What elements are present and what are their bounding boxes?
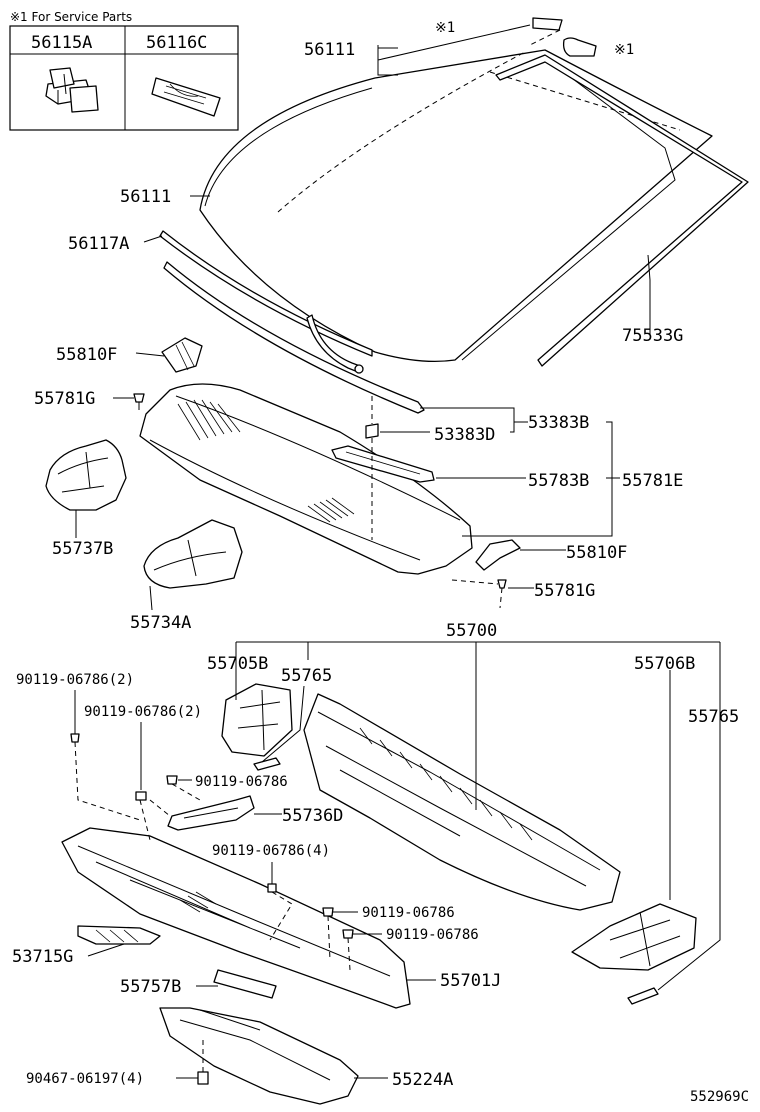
duct-55734A <box>143 519 243 589</box>
callout-labels: ※1 ※1 56111 56111 56117A 75533G 55810F 5… <box>12 20 749 1105</box>
pad-55765-right <box>627 987 659 1005</box>
clip-53383D <box>365 396 379 540</box>
label-55757B: 55757B <box>120 977 181 997</box>
figure-code: 552969C <box>690 1089 749 1105</box>
cowl-panel-55700 <box>303 693 621 911</box>
reinforcement-53715G <box>77 925 161 945</box>
panel-55224A <box>159 1007 359 1105</box>
label-55765-left: 55765 <box>281 666 332 686</box>
service-mark-a: ※1 <box>435 20 455 36</box>
clip-56115A-drawing <box>45 67 99 113</box>
label-56111: 56111 <box>120 187 171 207</box>
seal-55783B <box>331 445 435 483</box>
label-53383D: 53383D <box>434 425 495 445</box>
label-55734A: 55734A <box>130 613 191 633</box>
label-bolt-f: 90119-06786 <box>386 927 479 943</box>
leader-lines <box>74 24 721 1079</box>
bracket-55736D <box>167 795 255 831</box>
label-bolt-c: 90119-06786 <box>195 774 288 790</box>
clip-56116C-drawing <box>151 77 221 117</box>
assembly-guide-lines <box>74 741 351 1072</box>
label-55781G-left: 55781G <box>34 389 95 409</box>
label-bolt-e: 90119-06786 <box>362 905 455 921</box>
label-53715G: 53715G <box>12 947 73 967</box>
label-75533G: 75533G <box>622 326 683 346</box>
pad-55757B <box>213 969 277 999</box>
panel-55706B <box>571 903 697 971</box>
label-55224A: 55224A <box>392 1070 453 1090</box>
bracket-55810F-right <box>475 539 521 571</box>
service-parts-inset: ※1 For Service Parts 56115A 56116C <box>9 10 239 131</box>
service-clip-icons <box>532 17 597 57</box>
duct-55737B <box>45 439 127 511</box>
label-bolt-g: 90467-06197(4) <box>26 1071 144 1087</box>
label-55700: 55700 <box>446 621 497 641</box>
label-55810F-left: 55810F <box>56 345 117 365</box>
label-bolt-a: 90119-06786(2) <box>16 672 134 688</box>
wiper-arm-part <box>306 314 364 374</box>
label-56117A: 56117A <box>68 234 129 254</box>
service-note: ※1 For Service Parts <box>10 10 132 24</box>
windshield-glass-56111 <box>199 29 713 363</box>
label-bolt-b: 90119-06786(2) <box>84 704 202 720</box>
label-53383B: 53383B <box>528 413 589 433</box>
clip-55781G-right <box>451 579 507 609</box>
label-56111-top: 56111 <box>304 40 355 60</box>
pad-55765-left <box>253 757 281 771</box>
molding-56117A <box>159 230 425 414</box>
label-bolt-d: 90119-06786(4) <box>212 843 330 859</box>
service-part-56116C: 56116C <box>146 33 207 53</box>
label-55783B: 55783B <box>528 471 589 491</box>
label-55781G-right: 55781G <box>534 581 595 601</box>
cowl-lower-panel-55701J <box>61 827 411 1009</box>
bracket-55810F-left <box>161 337 203 373</box>
panel-55705B <box>221 683 293 757</box>
label-55705B: 55705B <box>207 654 268 674</box>
label-55706B: 55706B <box>634 654 695 674</box>
label-55701J: 55701J <box>440 971 501 991</box>
molding-75533G <box>495 54 749 367</box>
service-mark-b: ※1 <box>614 42 634 58</box>
clip-55781G-left <box>133 393 145 410</box>
bolt-icons <box>70 733 354 1085</box>
label-55765-right: 55765 <box>688 707 739 727</box>
label-55737B: 55737B <box>52 539 113 559</box>
label-55781E: 55781E <box>622 471 683 491</box>
label-55736D: 55736D <box>282 806 343 826</box>
service-part-56115A: 56115A <box>31 33 92 53</box>
label-55810F-right: 55810F <box>566 543 627 563</box>
cowl-louver-55781E <box>139 383 473 575</box>
